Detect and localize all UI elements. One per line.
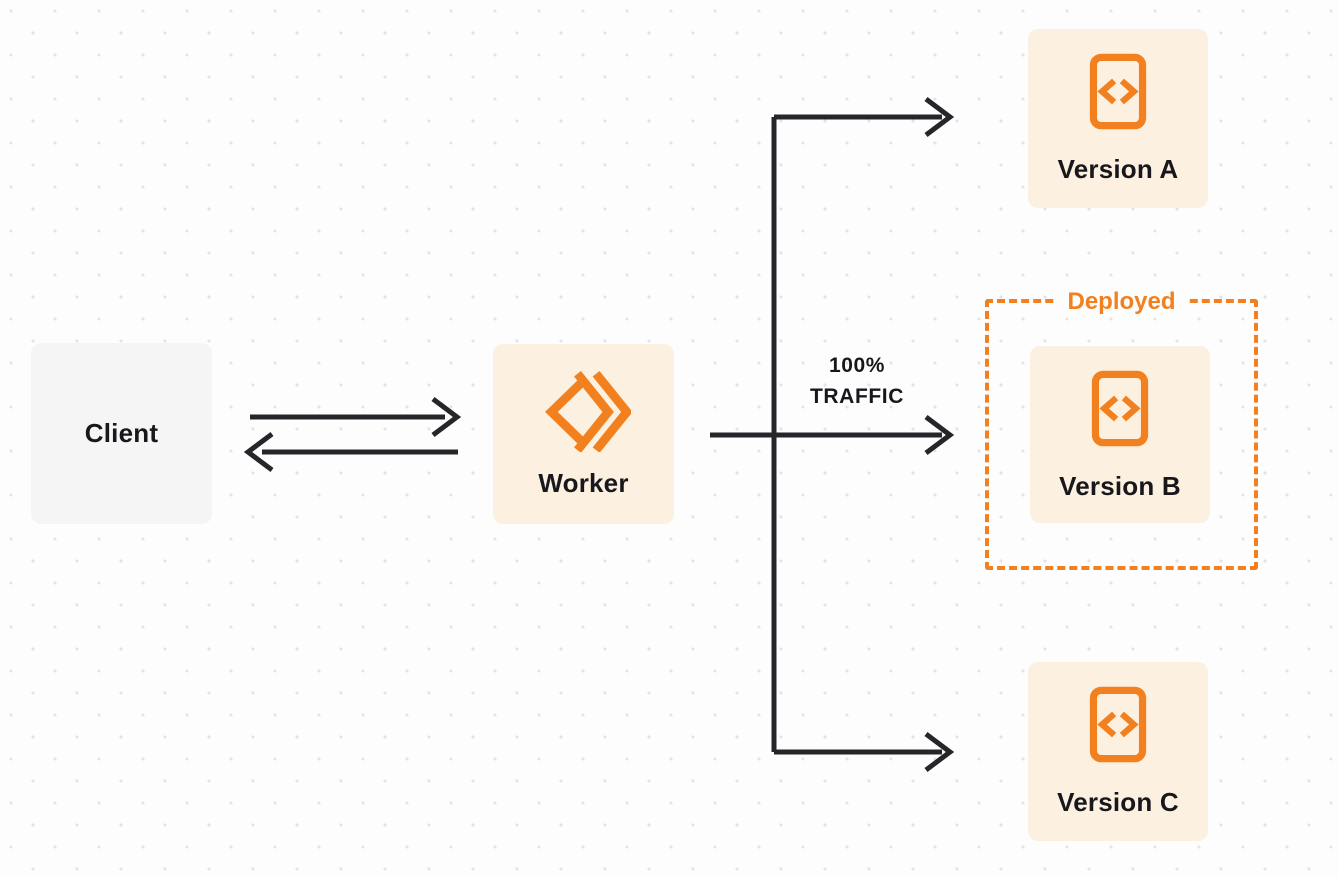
code-file-icon	[1089, 53, 1147, 130]
version-b-label: Version B	[1059, 471, 1181, 501]
code-file-icon	[1089, 686, 1147, 763]
node-client: Client	[31, 343, 212, 524]
node-version-c: Version C	[1028, 662, 1208, 841]
arrowhead-right-icon	[431, 397, 462, 437]
worker-label: Worker	[538, 468, 629, 498]
client-label: Client	[84, 418, 159, 448]
deployed-label: Deployed	[1055, 288, 1188, 316]
arrowhead-right-icon	[924, 732, 955, 772]
traffic-label: 100% TRAFFIC	[789, 350, 925, 412]
arrowhead-right-icon	[924, 97, 955, 137]
deployed-region: Deployed	[985, 288, 1258, 570]
node-version-b: Version B	[1030, 346, 1210, 523]
version-a-label: Version A	[1057, 154, 1179, 184]
arrowhead-left-icon	[243, 432, 274, 472]
traffic-word: TRAFFIC	[809, 385, 904, 408]
traffic-percent: 100%	[828, 354, 886, 377]
node-version-a: Version A	[1028, 29, 1208, 208]
version-c-label: Version C	[1057, 787, 1179, 817]
node-worker: Worker	[493, 344, 674, 524]
code-file-icon	[1091, 370, 1149, 447]
arrowhead-right-icon	[924, 415, 955, 455]
cloudflare-workers-logo-icon	[537, 370, 633, 453]
